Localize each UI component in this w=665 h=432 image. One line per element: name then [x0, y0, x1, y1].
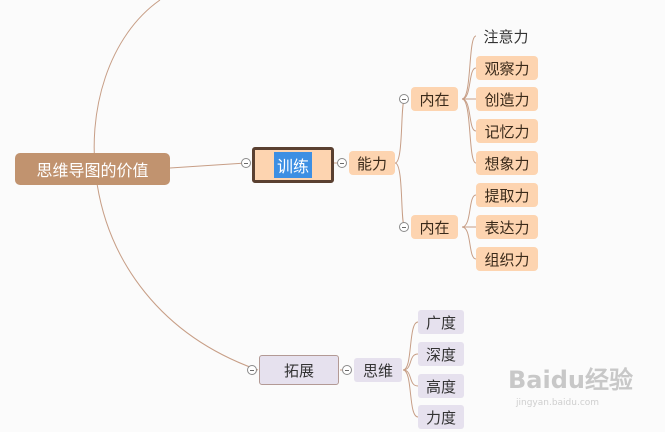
topic-organization[interactable]: 组织力	[476, 247, 538, 271]
topic-organization-label: 组织力	[484, 250, 530, 269]
collapse-expand-toggle[interactable]	[247, 365, 257, 375]
topic-training-label[interactable]: 训练	[273, 152, 312, 178]
topic-strength[interactable]: 力度	[418, 405, 464, 429]
collapse-inner2-toggle[interactable]	[399, 222, 409, 232]
topic-extraction[interactable]: 提取力	[476, 183, 538, 207]
topic-creativity[interactable]: 创造力	[476, 87, 538, 111]
topic-inner-2[interactable]: 内在	[411, 215, 458, 239]
topic-imagination[interactable]: 想象力	[476, 151, 538, 175]
topic-expand-label: 拓展	[283, 361, 314, 380]
topic-depth-label: 深度	[425, 345, 456, 364]
topic-observation[interactable]: 观察力	[476, 56, 538, 80]
collapse-ability-toggle[interactable]	[337, 158, 347, 168]
topic-expression-label: 表达力	[484, 218, 530, 237]
root-topic[interactable]: 思维导图的价值	[15, 153, 170, 185]
topic-strength-label: 力度	[425, 408, 456, 427]
root-topic-label: 思维导图的价值	[36, 161, 149, 180]
topic-memory-label: 记忆力	[484, 122, 530, 141]
topic-attention-label: 注意力	[483, 27, 529, 46]
topic-thinking-label: 思维	[362, 361, 393, 380]
topic-training[interactable]: 训练	[252, 147, 334, 183]
watermark-url: jingyan.baidu.com	[516, 398, 600, 408]
topic-ability[interactable]: 能力	[349, 151, 395, 175]
topic-observation-label: 观察力	[484, 59, 530, 78]
topic-breadth[interactable]: 广度	[418, 310, 464, 334]
topic-imagination-label: 想象力	[484, 154, 530, 173]
topic-expand[interactable]: 拓展	[259, 355, 339, 385]
topic-extraction-label: 提取力	[484, 186, 530, 205]
topic-creativity-label: 创造力	[484, 90, 530, 109]
baidu-jingyan-watermark: Baidu经验 jingyan.baidu.com	[508, 360, 633, 408]
topic-ability-label: 能力	[356, 154, 387, 173]
collapse-inner1-toggle[interactable]	[399, 94, 409, 104]
topic-inner-2-label: 内在	[419, 218, 450, 237]
topic-breadth-label: 广度	[425, 313, 456, 332]
collapse-thinking-toggle[interactable]	[342, 365, 352, 375]
topic-attention[interactable]: 注意力	[476, 24, 536, 48]
collapse-training-toggle[interactable]	[241, 158, 251, 168]
topic-height[interactable]: 高度	[418, 374, 464, 398]
topic-expression[interactable]: 表达力	[476, 215, 538, 239]
topic-inner-1[interactable]: 内在	[411, 87, 458, 111]
topic-height-label: 高度	[425, 377, 456, 396]
watermark-brand: Baidu经验	[508, 366, 633, 394]
topic-inner-1-label: 内在	[419, 90, 450, 109]
topic-depth[interactable]: 深度	[418, 342, 464, 366]
topic-thinking[interactable]: 思维	[354, 358, 402, 382]
topic-memory[interactable]: 记忆力	[476, 119, 538, 143]
